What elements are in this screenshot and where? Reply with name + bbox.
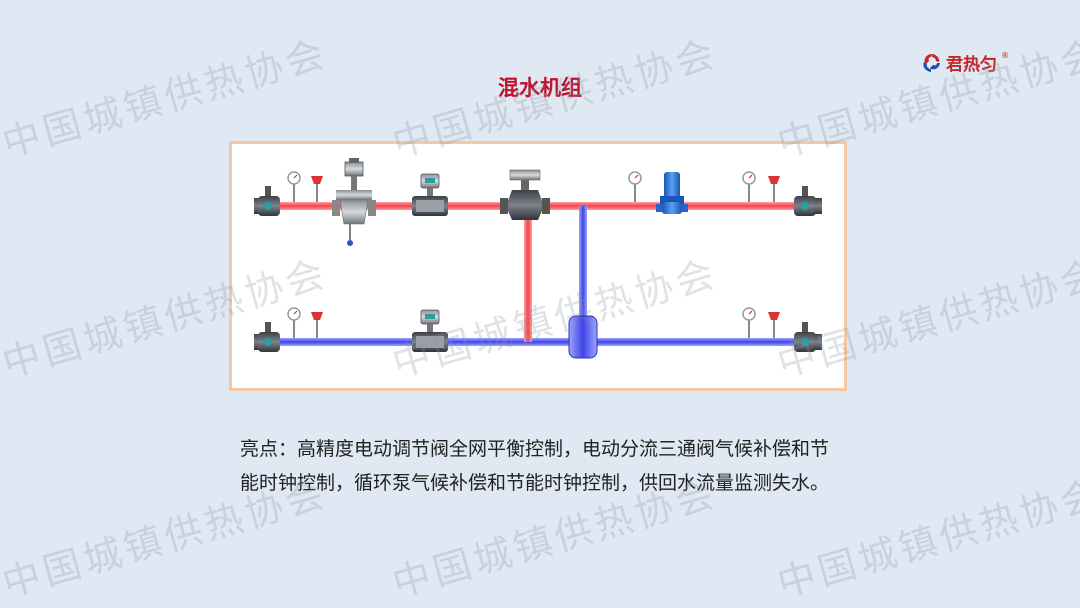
logo-text: 君热匀 [946, 55, 997, 75]
supply-outlet-valve-icon [794, 186, 822, 216]
slide-title: 混水机组 [498, 76, 582, 100]
pressure-gauge-icon [287, 307, 301, 338]
thermometer-icon [768, 312, 780, 338]
circulation-pump-icon [656, 172, 688, 214]
return-outlet-valve-icon [794, 322, 822, 352]
highlights-text: 亮点：高精度电动调节阀全网平衡控制，电动分流三通阀气候补偿和节能时钟控制，循环泵… [240, 438, 830, 494]
brand-logo: 君热匀 ® [920, 50, 1009, 75]
thermometer-icon [311, 176, 323, 202]
logo-swirl-icon [923, 53, 940, 72]
pressure-gauge-icon [742, 307, 756, 338]
thermometer-icon [768, 176, 780, 202]
return-pipe [272, 338, 802, 346]
thermometer-icon [311, 312, 323, 338]
registered-mark: ® [1001, 51, 1009, 60]
bypass-pipe-blue [579, 206, 587, 342]
return-flow-meter-icon [412, 309, 448, 352]
return-inlet-valve-icon [254, 322, 280, 352]
pressure-gauge-icon [742, 171, 756, 202]
mixing-unit-diagram [229, 141, 847, 391]
supply-flow-meter-icon [412, 173, 448, 216]
mixing-tank-icon [568, 315, 598, 359]
pressure-gauge-icon [287, 171, 301, 202]
electric-regulating-valve-icon [332, 158, 376, 246]
piping-schematic [254, 158, 822, 359]
supply-inlet-valve-icon [254, 186, 280, 216]
pressure-gauge-icon [628, 171, 642, 202]
bypass-pipe-red [524, 210, 532, 342]
three-way-valve-icon [500, 169, 550, 220]
